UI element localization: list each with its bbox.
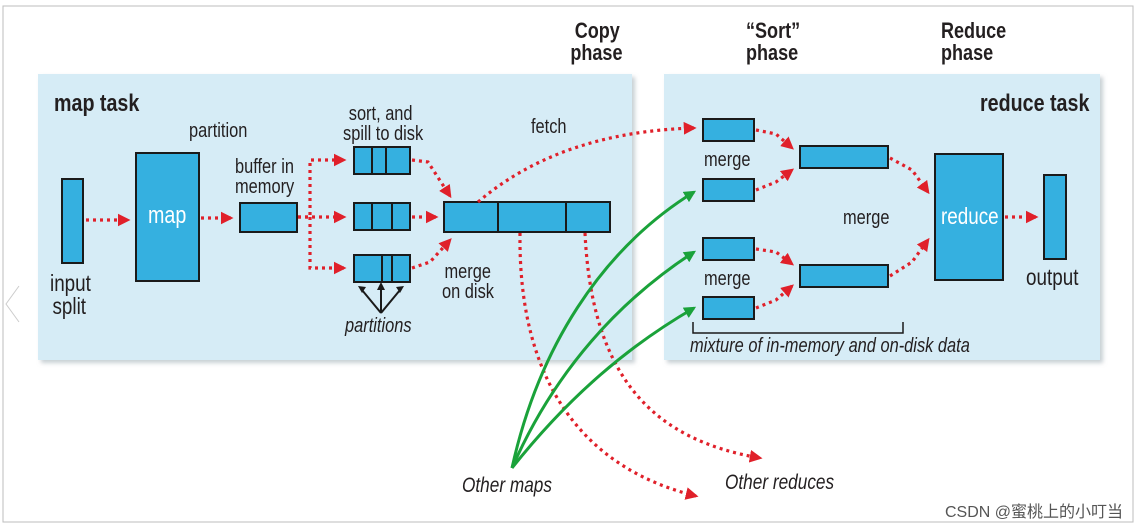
copy-phase-title-line1: Copy	[574, 18, 620, 43]
other-maps-label: Other maps	[462, 474, 552, 497]
memory-buffer-box	[239, 202, 298, 233]
partitions-label: partitions	[345, 315, 412, 337]
buffer-label-line1: buffer in	[235, 156, 294, 178]
reduce-box-label: reduce	[941, 203, 999, 229]
input-split-label-line2: split	[52, 293, 87, 319]
copy-phase-title-line2: phase	[570, 40, 623, 65]
sort-spill-label-line1: sort, and	[348, 103, 413, 125]
arrow-spill-1-to-merge	[411, 158, 452, 199]
spill-file-2	[353, 202, 411, 231]
reduce-box	[934, 153, 1004, 281]
merged-segment-top	[799, 145, 889, 169]
arrow-merge-bottom-2	[755, 284, 794, 310]
partition-label: partition	[189, 120, 248, 142]
sort-phase-title-line1: “Sort”	[746, 18, 801, 43]
arrow-to-other-reduce-2	[583, 232, 763, 463]
reduce-task-title: reduce task	[980, 90, 1090, 117]
watermark: CSDN @蜜桃上的小叮当	[944, 504, 1123, 521]
partitions-pointer	[358, 282, 404, 314]
map-task-title: map task	[54, 90, 140, 117]
arrow-to-other-reduce-1	[518, 232, 699, 500]
arrow-buffer-to-spill-3	[308, 217, 347, 275]
sort-spill-label-line2: spill to disk	[343, 123, 424, 145]
merged-segment-bottom	[799, 264, 889, 288]
arrow-merge-top-2	[755, 168, 795, 192]
merge-on-disk-label-line2: on disk	[442, 281, 494, 303]
fetched-segment-3	[702, 237, 755, 261]
input-split-label-line1: input	[50, 270, 91, 296]
previous-image-arrow[interactable]	[2, 282, 22, 326]
spill-file-3	[353, 254, 411, 283]
fetched-segment-2	[702, 178, 755, 202]
fetched-segment-4	[702, 296, 755, 320]
fetched-segment-1	[702, 118, 755, 142]
sort-phase-title-line2: phase	[746, 40, 799, 65]
spill-file-1	[353, 146, 411, 175]
output-box	[1043, 174, 1067, 260]
arrow-buffer-to-spill-1	[298, 153, 347, 219]
reduce-phase-title-line1: Reduce	[941, 18, 1007, 43]
buffer-label-line2: memory	[235, 176, 295, 198]
map-box	[135, 152, 200, 282]
map-box-label: map	[148, 202, 187, 229]
chevron-left-icon	[4, 285, 21, 323]
merged-map-output	[443, 201, 611, 233]
merge-on-disk-label-line1: merge	[444, 261, 491, 283]
arrow-merged-top-to-reduce	[889, 156, 930, 195]
fetch-label: fetch	[531, 116, 567, 138]
red-flow-arrows	[86, 121, 1039, 500]
merge-label-middle: merge	[843, 207, 890, 229]
mixture-label: mixture of in-memory and on-disk data	[690, 335, 970, 357]
output-label: output	[1026, 264, 1079, 290]
green-arrow-3	[510, 306, 697, 469]
arrow-merged-bottom-to-reduce	[889, 237, 930, 278]
merge-label-top: merge	[704, 149, 751, 171]
mixture-bracket	[692, 322, 904, 334]
merge-label-bottom: merge	[704, 268, 751, 290]
input-split-box	[61, 178, 84, 264]
green-arrow-2	[510, 250, 697, 469]
green-arrow-1	[510, 190, 697, 469]
green-fetch-arrows	[510, 190, 697, 469]
other-reduces-label: Other reduces	[725, 471, 835, 494]
reduce-phase-title-line2: phase	[941, 40, 994, 65]
